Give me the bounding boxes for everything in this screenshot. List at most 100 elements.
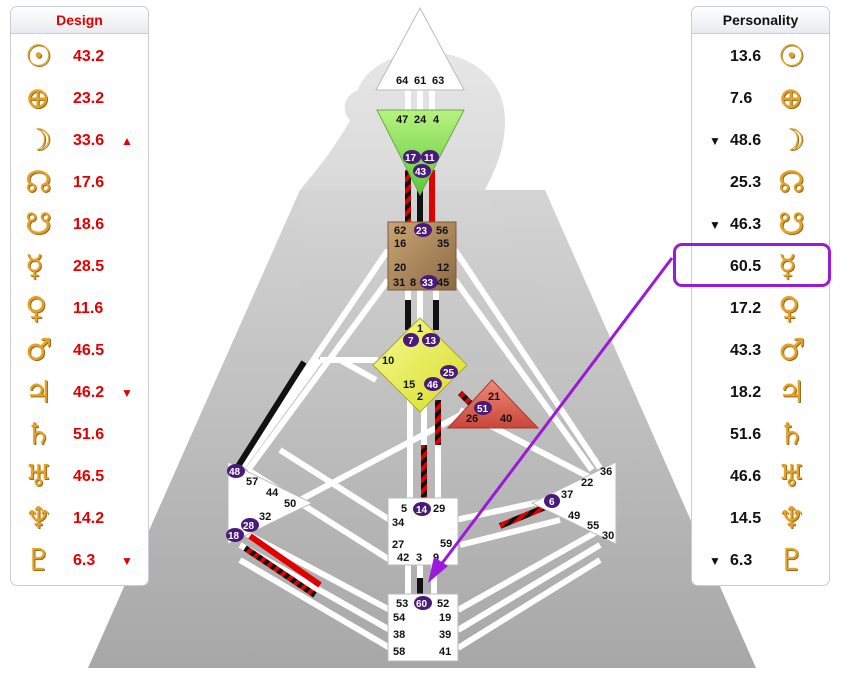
design-value: 46.5 xyxy=(73,342,105,359)
moon-icon: ☽ xyxy=(25,123,52,158)
gate-35: 35 xyxy=(437,238,449,250)
design-value: 43.2 xyxy=(73,48,105,65)
gate-26: 26 xyxy=(466,413,478,425)
gate-10: 10 xyxy=(382,355,394,367)
direction-marker: ▼ xyxy=(709,554,721,568)
design-panel-title: Design xyxy=(11,7,148,34)
earth-icon: ⊕ xyxy=(25,81,51,116)
personality-value: 43.3 xyxy=(730,342,762,359)
personality-value: 46.3 xyxy=(730,216,762,233)
design-row-earth[interactable]: ⊕ 23.2 xyxy=(11,79,148,119)
personality-row-mercury[interactable]: ☿ 60.5 xyxy=(692,247,829,287)
mercury-highlight-box xyxy=(673,243,831,287)
gate-23: 23 xyxy=(416,226,428,237)
design-row-moon[interactable]: ☽33.6▲ xyxy=(11,121,148,161)
gate-42: 42 xyxy=(397,552,409,564)
design-row-mars[interactable]: ♂ 46.5 xyxy=(11,331,148,371)
gate-16: 16 xyxy=(394,238,406,250)
personality-row-pluto[interactable]: ♇6.3▼ xyxy=(692,541,829,581)
design-row-venus[interactable]: ♀11.6 xyxy=(11,289,148,329)
gate-44: 44 xyxy=(266,487,279,499)
personality-row-moon[interactable]: ☽48.6▼ xyxy=(692,121,829,161)
jupiter-icon: ♃ xyxy=(778,375,805,410)
personality-row-saturn[interactable]: ♄51.6 xyxy=(692,415,829,455)
mercury-icon: ☿ xyxy=(25,249,44,284)
gate-9: 9 xyxy=(433,552,439,564)
design-row-sun[interactable]: ☉43.2 xyxy=(11,37,148,77)
design-row-saturn[interactable]: ♄51.6 xyxy=(11,415,148,455)
direction-marker: ▼ xyxy=(121,554,133,568)
personality-value: 14.5 xyxy=(730,510,762,527)
g-center[interactable] xyxy=(372,317,468,413)
pluto-icon: ♇ xyxy=(778,543,805,578)
design-row-pluto[interactable]: ♇6.3▼ xyxy=(11,541,148,581)
personality-value: 17.2 xyxy=(730,300,762,317)
design-row-north-node[interactable]: ☊17.6 xyxy=(11,163,148,203)
personality-row-uranus[interactable]: ♅46.6 xyxy=(692,457,829,497)
gate-3: 3 xyxy=(416,552,422,564)
design-value: 46.2 xyxy=(73,384,105,401)
personality-value: 18.2 xyxy=(730,384,762,401)
gate-56: 56 xyxy=(436,225,448,237)
gate-25: 25 xyxy=(443,368,455,379)
north-node-icon: ☊ xyxy=(25,165,52,200)
gate-20: 20 xyxy=(394,262,406,274)
gate-41: 41 xyxy=(439,646,451,658)
south-node-icon: ☋ xyxy=(25,207,52,242)
design-row-neptune[interactable]: ♆14.2 xyxy=(11,499,148,539)
gate-12: 12 xyxy=(437,262,449,274)
gate-59: 59 xyxy=(440,538,452,550)
uranus-icon: ♅ xyxy=(25,459,52,494)
gate-50: 50 xyxy=(284,498,296,510)
gate-49: 49 xyxy=(568,510,580,522)
personality-panel-title: Personality xyxy=(692,7,829,34)
gate-36: 36 xyxy=(600,466,612,478)
mercury-icon: ☿ xyxy=(778,249,797,284)
gate-4: 4 xyxy=(433,114,440,126)
personality-row-mars[interactable]: ♂43.3 xyxy=(692,331,829,371)
solar-plexus-center[interactable] xyxy=(530,461,617,545)
heart-center[interactable] xyxy=(446,379,540,429)
personality-value: 7.6 xyxy=(730,90,753,107)
gate-52: 52 xyxy=(437,598,449,610)
gate-39: 39 xyxy=(439,629,451,641)
head-center[interactable] xyxy=(375,6,465,91)
design-row-jupiter[interactable]: ♃46.2▼ xyxy=(11,373,148,413)
gate-31: 31 xyxy=(393,277,405,289)
design-value: 18.6 xyxy=(73,216,105,233)
personality-row-neptune[interactable]: ♆14.5 xyxy=(692,499,829,539)
north-node-icon: ☊ xyxy=(778,165,805,200)
gate-32: 32 xyxy=(259,511,271,523)
venus-icon: ♀ xyxy=(778,291,800,326)
design-value: 23.2 xyxy=(73,90,105,107)
personality-row-venus[interactable]: ♀ 17.2 xyxy=(692,289,829,329)
gate-22: 22 xyxy=(581,477,593,489)
gate-60: 60 xyxy=(416,599,428,610)
earth-icon: ⊕ xyxy=(778,81,804,116)
gate-33: 33 xyxy=(422,278,434,289)
gate-51: 51 xyxy=(477,404,489,415)
design-row-south-node[interactable]: ☋ 18.6 xyxy=(11,205,148,245)
gate-54: 54 xyxy=(393,612,406,624)
personality-panel: Personality ☉13.6 ⊕ 7.6 ☽48.6▼☊25.3☋46.3▼ ☿ 6… xyxy=(691,6,830,586)
gate-14: 14 xyxy=(416,505,428,516)
personality-row-north-node[interactable]: ☊25.3 xyxy=(692,163,829,203)
gate-27: 27 xyxy=(392,539,404,551)
jupiter-icon: ♃ xyxy=(25,375,52,410)
gate-43: 43 xyxy=(415,167,427,178)
design-row-mercury[interactable]: ☿28.5 xyxy=(11,247,148,287)
design-row-uranus[interactable]: ♅46.5 xyxy=(11,457,148,497)
design-value: 11.6 xyxy=(73,300,104,317)
gate-11: 11 xyxy=(424,153,435,164)
ajna-center[interactable] xyxy=(376,109,465,197)
direction-marker: ▲ xyxy=(121,134,133,148)
personality-row-sun[interactable]: ☉13.6 xyxy=(692,37,829,77)
personality-row-jupiter[interactable]: ♃ 18.2 xyxy=(692,373,829,413)
personality-row-earth[interactable]: ⊕ 7.6 xyxy=(692,79,829,119)
personality-value: 60.5 xyxy=(730,258,762,275)
personality-row-south-node[interactable]: ☋46.3▼ xyxy=(692,205,829,245)
gate-46: 46 xyxy=(427,380,439,391)
design-panel: Design ☉43.2 ⊕ 23.2 ☽33.6▲☊17.6 ☋ 18.6 ☿28.5♀1… xyxy=(10,6,149,586)
mars-icon: ♂ xyxy=(25,333,52,368)
